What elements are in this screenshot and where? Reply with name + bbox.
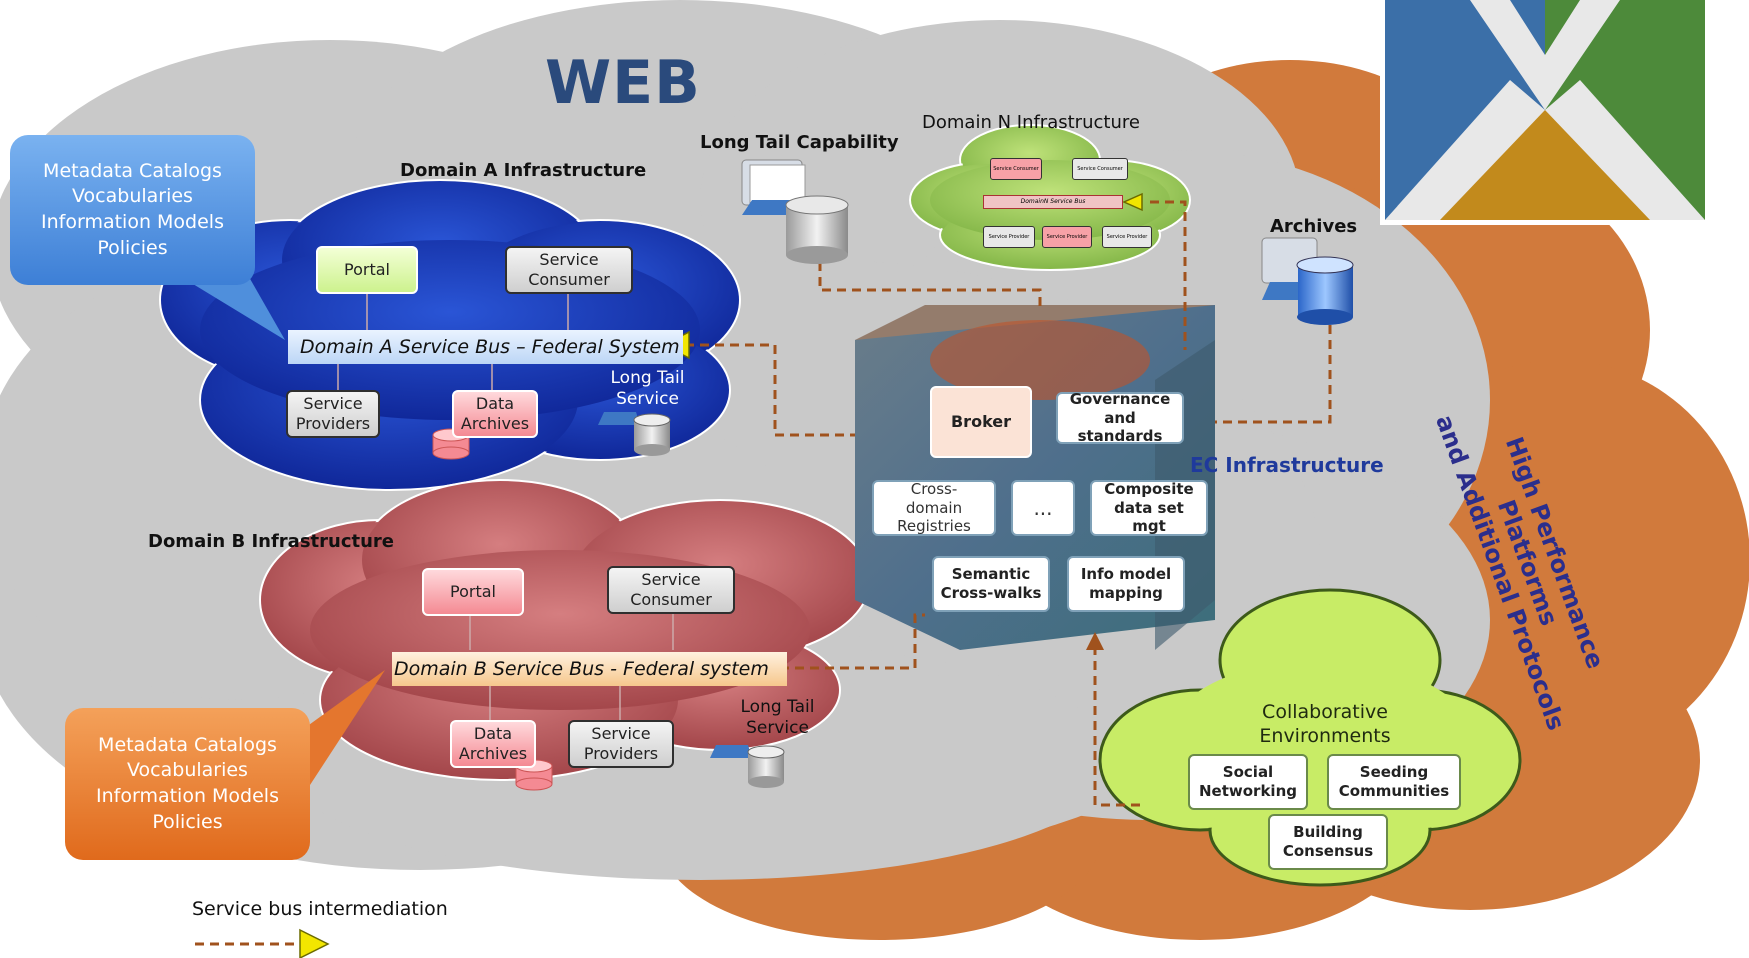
ec-infrastructure-label: EC Infrastructure (1190, 453, 1384, 477)
ec-broker: Broker (930, 386, 1032, 458)
legend-label: Service bus intermediation (192, 898, 448, 920)
db-long-tail-capability (741, 159, 849, 264)
domain-n-provider-2: Service Provider (1042, 226, 1092, 248)
collab-building-consensus: Building Consensus (1268, 814, 1388, 870)
database-icons (432, 159, 1354, 791)
web-title: WEB (545, 48, 701, 118)
db-domain-a-long-tail (598, 412, 671, 456)
domain-a-service-consumer: Service Consumer (505, 246, 633, 294)
domain-b-service-consumer: Service Consumer (607, 566, 735, 614)
domain-a-title: Domain A Infrastructure (400, 160, 647, 181)
domain-b-long-tail-service: Long Tail Service (740, 696, 815, 738)
orange-callout-tail (295, 670, 385, 785)
ec-ellipsis: ... (1011, 480, 1075, 536)
arrowhead (1086, 632, 1104, 650)
corner-photo (1380, 0, 1720, 225)
domain-b-data-archives: Data Archives (450, 720, 536, 768)
ec-info-model-mapping: Info model mapping (1067, 556, 1185, 612)
ec-composite-data-set: Composite data set mgt (1090, 480, 1208, 536)
domain-n-title: Domain N Infrastructure (922, 112, 1140, 133)
collab-seeding-communities: Seeding Communities (1327, 754, 1461, 810)
domain-b-title: Domain B Infrastructure (148, 531, 394, 552)
collab-title: Collaborative Environments (1259, 701, 1391, 747)
domain-n-service-bus: DomainN Service Bus (983, 195, 1123, 209)
ec-cross-domain-registries: Cross-domain Registries (872, 480, 996, 536)
blue-callout-tail (170, 270, 285, 340)
db-archives (1261, 237, 1354, 325)
ec-governance: Governance and standards (1056, 390, 1184, 445)
db-domain-b-long-tail (710, 745, 785, 788)
domain-n-consumer-2: Service Consumer (1072, 158, 1128, 180)
domain-a-long-tail-service: Long Tail Service (610, 367, 685, 409)
service-bus-connectors (685, 200, 1332, 807)
domain-n-provider-1: Service Provider (983, 226, 1035, 248)
domain-b-service-bus: Domain B Service Bus - Federal system (392, 652, 787, 686)
domain-n-consumer-1: Service Consumer (990, 158, 1042, 180)
db-domain-a-archives (432, 428, 470, 460)
ec-semantic-cross-walks: Semantic Cross-walks (932, 556, 1050, 612)
domain-b-portal: Portal (422, 568, 524, 616)
domain-a-data-archives: Data Archives (452, 390, 538, 438)
archives-label: Archives (1270, 216, 1358, 237)
domain-a-service-providers: Service Providers (286, 390, 380, 438)
collab-social-networking: Social Networking (1188, 754, 1308, 810)
long-tail-capability-label: Long Tail Capability (700, 132, 899, 153)
domain-n-provider-3: Service Provider (1102, 226, 1152, 248)
domain-a-service-bus: Domain A Service Bus – Federal System (288, 330, 683, 364)
domain-a-portal: Portal (316, 246, 418, 294)
domain-b-service-providers: Service Providers (568, 720, 674, 768)
